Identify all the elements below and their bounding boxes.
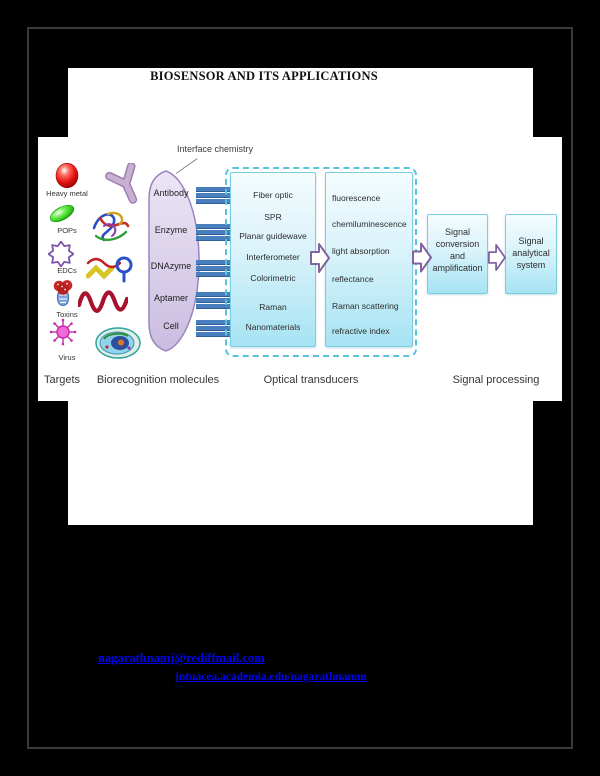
phenomenon-refractive-index: refractive index [332, 326, 390, 336]
flow-arrow-icon [412, 242, 432, 273]
edcs-star-icon [48, 241, 74, 267]
signal-analytical-box: Signal analytical system [505, 214, 557, 294]
technique-nanomaterials: Nanomaterials [245, 322, 301, 332]
antibody-molecule-icon [105, 163, 138, 204]
virus-icon [49, 318, 77, 346]
section-label-targets: Targets [43, 374, 81, 386]
dnazyme-molecule-icon [86, 256, 133, 283]
molecule-label-cell: Cell [163, 321, 179, 331]
section-label-signal-processing: Signal processing [452, 374, 540, 386]
heavy-metal-orb-icon [55, 162, 79, 189]
biorecognition-capsule-shape [148, 170, 200, 352]
target-label-toxins: Toxins [56, 310, 78, 319]
technique-colorimetric: Colorimetric [250, 273, 296, 283]
phenomenon-light-absorption: light absorption [332, 246, 390, 256]
phenomenon-fluorescence: fluorescence [332, 193, 381, 203]
signal-conversion-box: Signal conversion and amplification [427, 214, 488, 294]
technique-interferometer: Interferometer [246, 252, 300, 262]
biosensor-figure: Interface chemistry Heavy metal POPs EDC… [38, 137, 562, 401]
interface-connector-stripes [196, 187, 232, 204]
aptamer-wave-icon [78, 290, 128, 313]
target-label-heavy-metal: Heavy metal [46, 189, 88, 198]
interface-connector-stripes [196, 260, 232, 277]
interface-connector-stripes [196, 292, 232, 309]
page-frame [27, 27, 573, 749]
molecule-label-dnazyme: DNAzyme [150, 261, 192, 271]
target-label-edcs: EDCs [57, 266, 77, 275]
phenomenon-reflectance: reflectance [332, 274, 374, 284]
target-label-virus: Virus [58, 353, 76, 362]
enzyme-protein-icon [92, 211, 130, 242]
interface-chemistry-label: Interface chemistry [177, 144, 254, 154]
technique-spr: SPR [264, 212, 282, 222]
technique-raman: Raman [259, 302, 287, 312]
author-email-link[interactable]: nagarathnamj@rediffmail.com [98, 651, 265, 665]
molecule-label-aptamer: Aptamer [153, 293, 188, 303]
author-profile-link[interactable]: jntuacea.academia.edu/nagarathnamm [175, 671, 367, 683]
toxins-icon [53, 280, 73, 307]
molecule-label-antibody: Antibody [153, 188, 189, 198]
page-title: BIOSENSOR AND ITS APPLICATIONS [150, 69, 378, 83]
interface-connector-stripes [196, 320, 232, 337]
section-label-biorecognition: Biorecognition molecules [96, 374, 220, 386]
transducer-techniques-box: Fiber optic SPR Planar guidewave Interfe… [230, 172, 316, 347]
flow-arrow-icon [310, 243, 330, 273]
molecule-label-enzyme: Enzyme [154, 225, 188, 235]
transducer-phenomena-box: fluorescence chemiluminescence light abs… [325, 172, 413, 347]
technique-planar-guidewave: Planar guidewave [239, 231, 307, 241]
section-label-optical-transducers: Optical transducers [263, 374, 359, 386]
flow-arrow-icon [488, 244, 506, 271]
technique-fiber-optic: Fiber optic [253, 190, 293, 200]
target-label-pops: POPs [57, 226, 77, 235]
pops-orb-icon [49, 204, 75, 223]
phenomenon-raman-scattering: Raman scattering [332, 301, 399, 311]
phenomenon-chemiluminescence: chemiluminescence [332, 219, 407, 229]
interface-connector-stripes [196, 224, 232, 241]
cell-icon [95, 327, 141, 359]
